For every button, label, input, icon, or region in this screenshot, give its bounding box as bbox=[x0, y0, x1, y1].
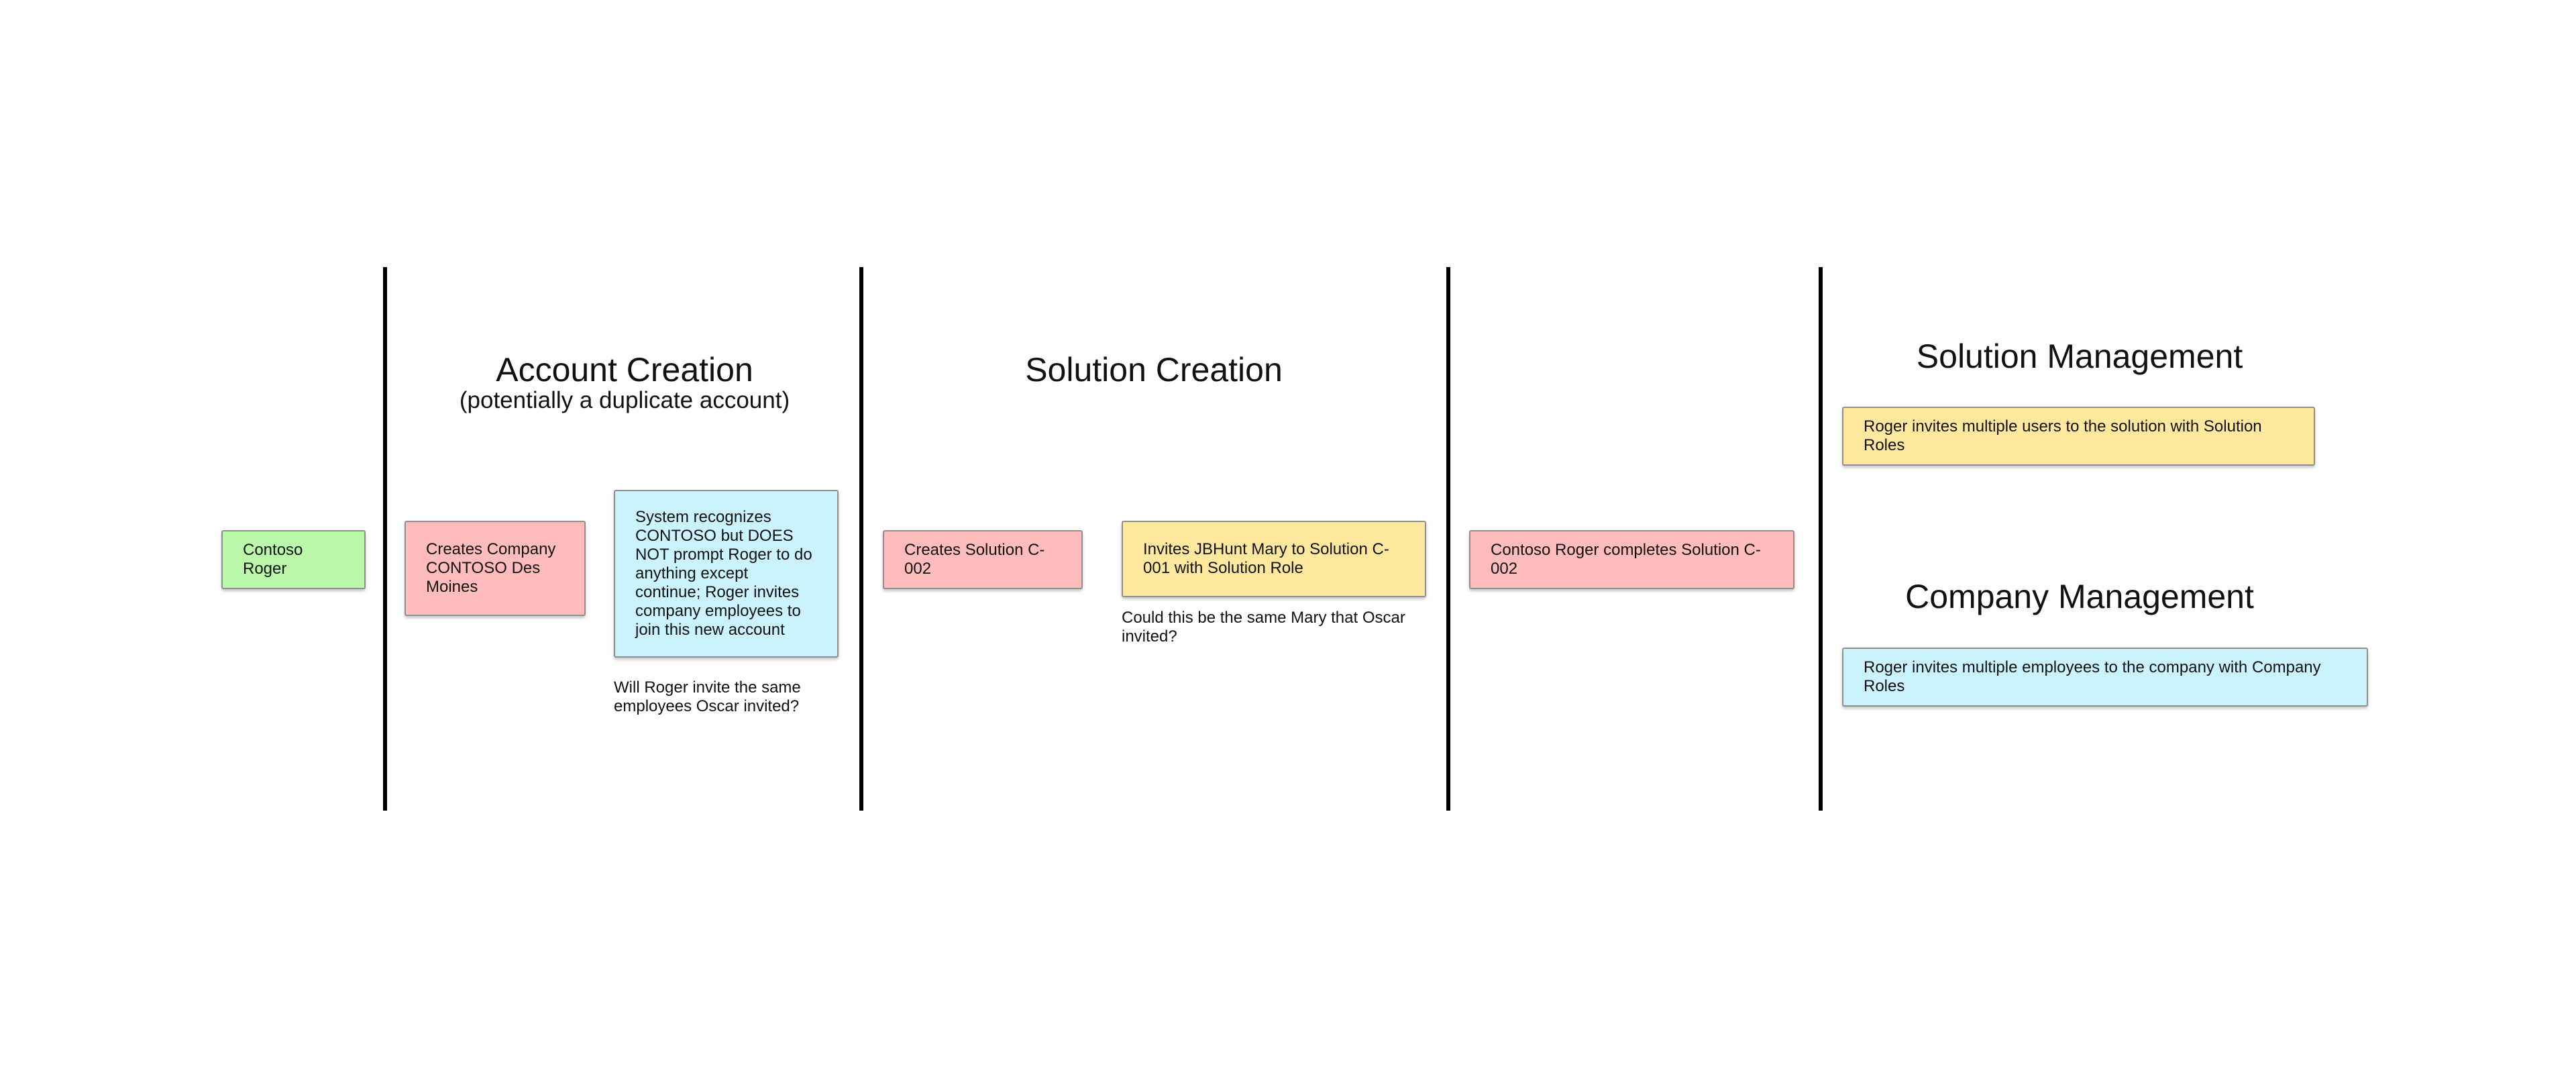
company-management-title: Company Management bbox=[1905, 578, 2254, 615]
sticky-text: Roger invites multiple employees to the … bbox=[1864, 658, 2321, 695]
lane-divider-1 bbox=[383, 267, 387, 811]
solution-management-title: Solution Management bbox=[1916, 338, 2243, 375]
sticky-text: Creates Company CONTOSO Des Moines bbox=[426, 540, 556, 596]
lane-divider-3 bbox=[1446, 267, 1450, 811]
sticky-system-recognizes[interactable]: System recognizes CONTOSO but DOES NOT p… bbox=[614, 490, 839, 658]
sticky-text: Contoso Roger completes Solution C-002 bbox=[1491, 541, 1761, 578]
lane-divider-4 bbox=[1819, 267, 1823, 811]
lane-divider-2 bbox=[859, 267, 863, 811]
sticky-text: Roger invites multiple users to the solu… bbox=[1864, 417, 2262, 454]
account-creation-title: Account Creation bbox=[496, 351, 753, 389]
note-same-mary: Could this be the same Mary that Oscar i… bbox=[1122, 609, 1405, 646]
solution-creation-title: Solution Creation bbox=[1025, 351, 1283, 389]
sticky-text: Invites JBHunt Mary to Solution C-001 wi… bbox=[1143, 540, 1389, 577]
sticky-text: System recognizes CONTOSO but DOES NOT p… bbox=[635, 508, 812, 639]
sticky-text: Creates Solution C-002 bbox=[904, 541, 1045, 578]
sticky-creates-solution[interactable]: Creates Solution C-002 bbox=[883, 530, 1083, 589]
sticky-text: Contoso Roger bbox=[243, 541, 303, 578]
account-creation-subtitle: (potentially a duplicate account) bbox=[459, 387, 790, 413]
sticky-invites-employees[interactable]: Roger invites multiple employees to the … bbox=[1842, 648, 2368, 707]
sticky-contoso-roger[interactable]: Contoso Roger bbox=[221, 530, 366, 589]
sticky-completes-solution[interactable]: Contoso Roger completes Solution C-002 bbox=[1469, 530, 1794, 589]
note-same-employees: Will Roger invite the same employees Osc… bbox=[614, 678, 801, 715]
sticky-invites-users[interactable]: Roger invites multiple users to the solu… bbox=[1842, 407, 2315, 466]
sticky-invites-mary[interactable]: Invites JBHunt Mary to Solution C-001 wi… bbox=[1122, 521, 1426, 597]
sticky-creates-company[interactable]: Creates Company CONTOSO Des Moines bbox=[405, 521, 586, 616]
